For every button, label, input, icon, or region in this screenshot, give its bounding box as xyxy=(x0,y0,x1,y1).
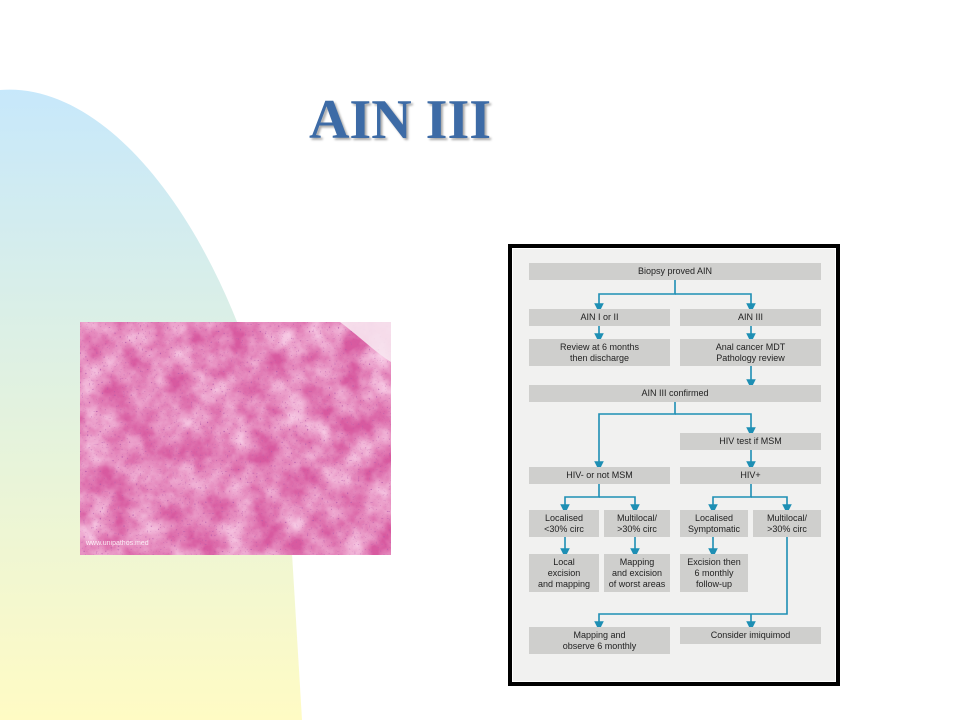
connector xyxy=(675,413,756,437)
node-multilocal-gt30-a: Multilocal/ >30% circ xyxy=(604,510,670,537)
histology-image xyxy=(80,322,391,555)
node-anal-cancer-mdt: Anal cancer MDT Pathology review xyxy=(680,339,821,366)
node-localised-lt30: Localised <30% circ xyxy=(529,510,599,537)
node-hiv-positive: HIV+ xyxy=(680,467,821,484)
connector xyxy=(594,537,788,631)
node-review-6-months: Review at 6 months then discharge xyxy=(529,339,670,366)
node-consider-imiquimod: Consider imiquimod xyxy=(680,627,821,644)
connector xyxy=(751,496,792,514)
flowchart: Biopsy proved AIN AIN I or II AIN III Re… xyxy=(512,248,836,682)
image-watermark: www.unipathos.med xyxy=(86,540,149,547)
node-excision-follow-up: Excision then 6 monthly follow-up xyxy=(680,554,748,592)
flowchart-frame: Biopsy proved AIN AIN I or II AIN III Re… xyxy=(508,244,840,686)
node-hiv-test: HIV test if MSM xyxy=(680,433,821,450)
connector xyxy=(594,402,676,471)
node-mapping-observe: Mapping and observe 6 monthly xyxy=(529,627,670,654)
connector xyxy=(594,280,676,313)
connector xyxy=(560,484,600,514)
flowchart-connectors xyxy=(560,280,792,631)
slide-title: AIN III xyxy=(308,89,492,151)
node-hiv-negative: HIV- or not MSM xyxy=(529,467,670,484)
node-biopsy-proved-ain: Biopsy proved AIN xyxy=(529,263,821,280)
node-localised-symptomatic: Localised Symptomatic xyxy=(680,510,748,537)
node-multilocal-gt30-b: Multilocal/ >30% circ xyxy=(753,510,821,537)
connector xyxy=(708,484,752,514)
node-ain-i-ii: AIN I or II xyxy=(529,309,670,326)
node-ain-iii: AIN III xyxy=(680,309,821,326)
node-local-excision: Local excision and mapping xyxy=(529,554,599,592)
node-mapping-excision: Mapping and excision of worst areas xyxy=(604,554,670,592)
connector xyxy=(675,293,756,313)
connector xyxy=(599,496,640,514)
node-ain-iii-confirmed: AIN III confirmed xyxy=(529,385,821,402)
